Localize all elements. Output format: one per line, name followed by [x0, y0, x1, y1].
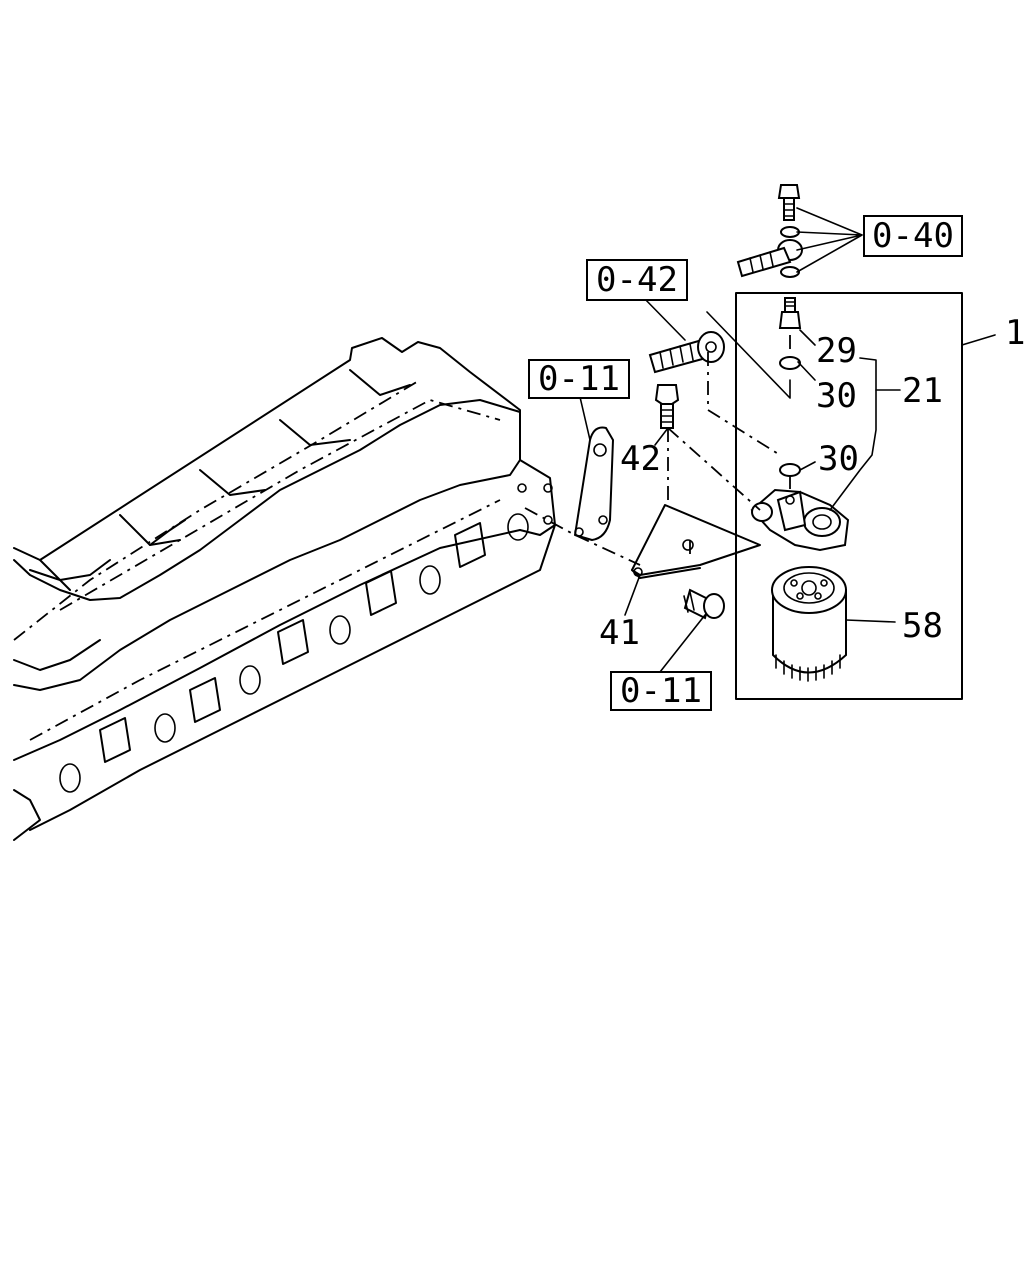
part-label-29: 29 [816, 331, 857, 371]
bracket-41 [631, 428, 761, 579]
ref-label-0-42: 0-42 [596, 260, 678, 300]
leader-lines [579, 207, 996, 673]
part-label-1: 1 [1005, 313, 1024, 353]
part-label-30-upper: 30 [816, 376, 857, 416]
part-label-42: 42 [620, 439, 661, 479]
ref-box-0-11-lower[interactable]: 0-11 [610, 671, 712, 711]
part-label-21: 21 [902, 371, 943, 411]
part-label-30-lower: 30 [818, 439, 859, 479]
banjo-bolt-assembly-0-40 [736, 184, 803, 278]
ref-label-0-11-lower: 0-11 [620, 671, 702, 711]
ref-label-0-40: 0-40 [872, 216, 954, 256]
mounting-plate [524, 426, 641, 566]
banjo-fitting-0-42 [648, 331, 725, 374]
oil-filter-58 [771, 566, 847, 682]
bolt-0-11 [683, 588, 725, 620]
ref-box-0-40[interactable]: 0-40 [863, 215, 963, 257]
part-label-58: 58 [902, 606, 943, 646]
ref-box-0-11-upper[interactable]: 0-11 [528, 359, 630, 399]
bolt-42 [654, 384, 680, 429]
ref-box-0-42[interactable]: 0-42 [586, 259, 688, 301]
part-label-41: 41 [599, 613, 640, 653]
cylinder-head [13, 337, 556, 841]
ref-label-0-11-upper: 0-11 [538, 359, 620, 399]
filter-assembly-box [667, 292, 963, 700]
